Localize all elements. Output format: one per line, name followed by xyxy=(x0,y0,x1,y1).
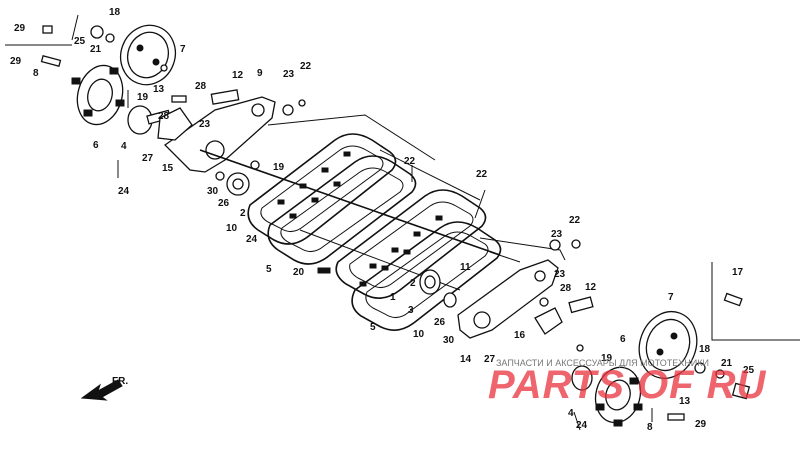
callout-6: 6 xyxy=(620,334,626,345)
callout-11: 11 xyxy=(460,262,471,273)
callout-22: 22 xyxy=(300,61,312,72)
watermark: ЗАПЧАСТИ И АКСЕССУАРЫ ДЛЯ МОТОТЕХНИКИ PA… xyxy=(488,358,767,407)
callout-28: 28 xyxy=(158,111,170,122)
callout-4: 4 xyxy=(568,408,574,419)
callout-23: 23 xyxy=(551,229,563,240)
callout-21: 21 xyxy=(90,44,102,55)
left-wheel-assembly xyxy=(5,14,177,178)
track-center xyxy=(267,155,417,265)
callout-24: 24 xyxy=(246,234,258,245)
callout-22: 22 xyxy=(569,215,581,226)
callout-28: 28 xyxy=(560,283,572,294)
callout-25: 25 xyxy=(743,365,755,376)
callout-29: 29 xyxy=(695,419,707,430)
track-back xyxy=(351,221,502,331)
watermark-caption: ЗАПЧАСТИ И АКСЕССУАРЫ ДЛЯ МОТОТЕХНИКИ xyxy=(496,358,709,368)
callout-21: 21 xyxy=(721,358,733,369)
callout-15: 15 xyxy=(162,163,174,174)
callout-30: 30 xyxy=(443,335,455,346)
direction-label: FR. xyxy=(112,376,128,387)
right-wheel-assembly xyxy=(571,292,751,431)
callout-10: 10 xyxy=(413,329,425,340)
callout-27: 27 xyxy=(484,354,496,365)
callout-23: 23 xyxy=(199,119,211,130)
callout-26: 26 xyxy=(218,198,230,209)
callout-14: 14 xyxy=(460,354,472,365)
callout-2: 2 xyxy=(410,278,416,289)
callout-24: 24 xyxy=(118,186,130,197)
callout-22: 22 xyxy=(404,156,416,167)
callout-2: 2 xyxy=(240,208,246,219)
callout-7: 7 xyxy=(668,292,674,303)
callout-29: 29 xyxy=(10,56,22,67)
callout-19: 19 xyxy=(273,162,285,173)
callout-29: 29 xyxy=(14,23,26,34)
callout-28: 28 xyxy=(195,81,207,92)
callout-numbers: 29 18 25 21 7 29 8 13 19 28 12 9 23 22 6… xyxy=(10,7,755,433)
callout-9: 9 xyxy=(257,68,263,79)
callout-3: 3 xyxy=(408,305,414,316)
callout-5: 5 xyxy=(370,322,376,333)
callout-20: 20 xyxy=(293,267,305,278)
callout-27: 27 xyxy=(142,153,154,164)
callout-8: 8 xyxy=(647,422,653,433)
watermark-logo: PARTS OF RU xyxy=(488,363,767,407)
front-direction-arrow: FR. xyxy=(80,376,128,401)
callout-8: 8 xyxy=(33,68,39,79)
callout-7: 7 xyxy=(180,44,186,55)
callout-19: 19 xyxy=(137,92,149,103)
callout-18: 18 xyxy=(109,7,121,18)
callout-23: 23 xyxy=(554,269,566,280)
right-chain-case xyxy=(419,239,594,352)
callout-17: 17 xyxy=(732,267,744,278)
callout-12: 12 xyxy=(585,282,597,293)
callout-23: 23 xyxy=(283,69,295,80)
callout-13: 13 xyxy=(153,84,165,95)
callout-19: 19 xyxy=(601,353,613,364)
track-left xyxy=(247,133,397,245)
callout-22: 22 xyxy=(476,169,488,180)
callout-24: 24 xyxy=(576,420,588,431)
callout-12: 12 xyxy=(232,70,244,81)
leader-lines xyxy=(267,114,800,341)
track-right xyxy=(335,189,487,299)
callout-26: 26 xyxy=(434,317,446,328)
callout-18: 18 xyxy=(699,344,711,355)
callout-13: 13 xyxy=(679,396,691,407)
callout-1: 1 xyxy=(390,292,396,303)
callout-6: 6 xyxy=(93,140,99,151)
callout-10: 10 xyxy=(226,223,238,234)
callout-25: 25 xyxy=(74,36,86,47)
callout-30: 30 xyxy=(207,186,219,197)
callout-5: 5 xyxy=(266,264,272,275)
callout-4: 4 xyxy=(121,141,127,152)
callout-16: 16 xyxy=(514,330,526,341)
